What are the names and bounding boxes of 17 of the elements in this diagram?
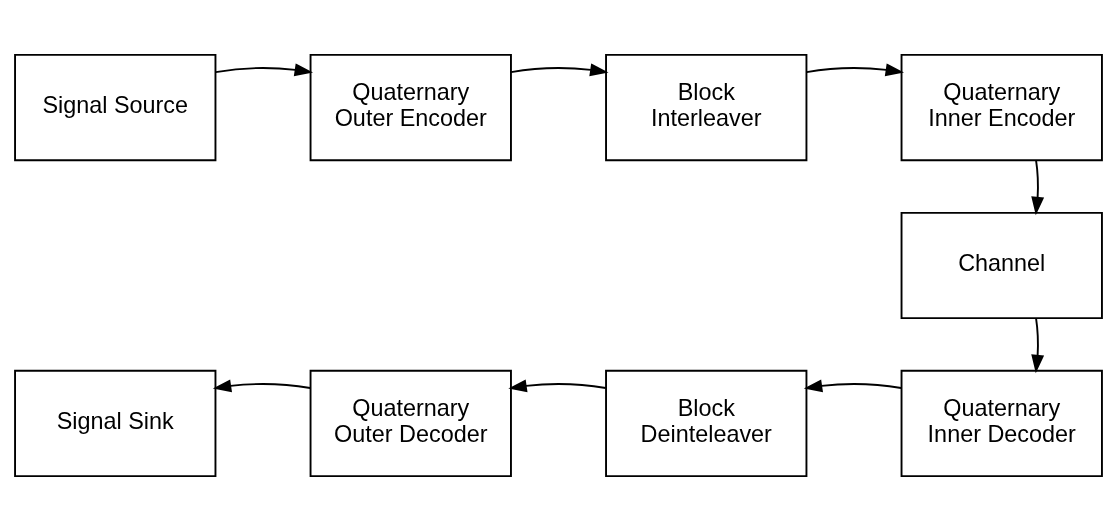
arrow bbox=[1031, 159, 1045, 216]
arrow bbox=[803, 379, 903, 393]
node-box: Quaternary Outer Decoder bbox=[309, 369, 512, 478]
arrow bbox=[508, 379, 607, 393]
arrow bbox=[214, 63, 313, 77]
arrow bbox=[1031, 317, 1045, 374]
node-box: Channel bbox=[900, 211, 1103, 320]
node-box: Block Deinteleaver bbox=[605, 369, 808, 478]
arrow bbox=[510, 63, 609, 77]
node-box: Quaternary Outer Encoder bbox=[309, 53, 512, 162]
arrow bbox=[212, 379, 312, 393]
node-box: Block Interleaver bbox=[605, 53, 808, 162]
node-box: Quaternary Inner Encoder bbox=[900, 53, 1103, 162]
node-box: Signal Source bbox=[14, 53, 217, 162]
node-box: Quaternary Inner Decoder bbox=[900, 369, 1103, 478]
arrow bbox=[805, 63, 904, 77]
node-box: Signal Sink bbox=[14, 369, 217, 478]
